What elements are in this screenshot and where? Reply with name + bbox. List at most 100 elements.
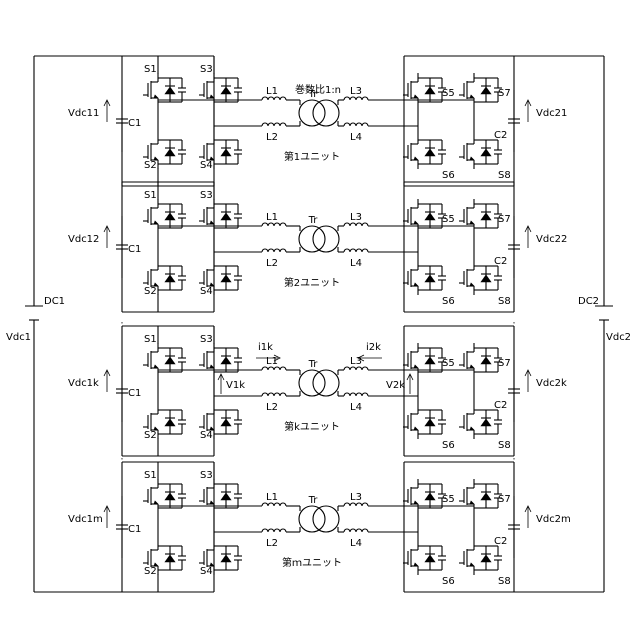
switch-s7 (459, 73, 502, 107)
vdc2-label: Vdc2 (606, 332, 631, 343)
switch-s7 (459, 199, 502, 233)
s8-label: S8 (498, 576, 511, 587)
c2-label: C2 (494, 400, 507, 411)
switch-s5 (403, 199, 446, 233)
turns-ratio-label: 巻数比1:n (295, 83, 341, 96)
l2-label: L2 (266, 538, 278, 549)
unit-vdc-left-label: Vdc12 (68, 234, 99, 245)
switch-s3 (199, 73, 242, 107)
switch-s6 (403, 135, 446, 169)
s7-label: S7 (498, 494, 511, 505)
switch-s6 (403, 405, 446, 439)
switch-s6 (403, 541, 446, 575)
inductor-l2 (262, 393, 286, 396)
s3-label: S3 (200, 470, 213, 481)
vdc1-label: Vdc1 (6, 332, 31, 343)
c2-label: C2 (494, 130, 507, 141)
s3-label: S3 (200, 334, 213, 345)
vdc-right-arrow (525, 226, 531, 248)
s4-label: S4 (200, 286, 213, 297)
s7-label: S7 (498, 88, 511, 99)
s1-label: S1 (144, 64, 157, 75)
l3-label: L3 (350, 212, 362, 223)
inductor-l3 (344, 367, 368, 370)
inductor-l3 (344, 97, 368, 100)
switch-s6 (403, 261, 446, 295)
unit-title: 第ｍユニット (282, 556, 342, 569)
inductor-l3 (344, 503, 368, 506)
s6-label: S6 (442, 296, 455, 307)
tr-label: Tr (308, 359, 319, 370)
c1-label: C1 (128, 244, 141, 255)
dc-source-frame: DC1Vdc1DC2Vdc2 (6, 56, 631, 592)
s8-label: S8 (498, 296, 511, 307)
vdc-left-arrow (104, 370, 110, 392)
inductor-l4 (344, 529, 368, 532)
i2k-label: i2k (366, 342, 381, 353)
l1-label: L1 (266, 212, 278, 223)
switch-s5 (403, 73, 446, 107)
s2-label: S2 (144, 430, 157, 441)
v2k-arrow (407, 374, 413, 394)
s4-label: S4 (200, 430, 213, 441)
transformer-winding-1 (299, 100, 325, 126)
inductor-l4 (344, 123, 368, 126)
unit-vdc-right-label: Vdc2k (536, 378, 567, 389)
vdc-left-arrow (104, 506, 110, 528)
s3-label: S3 (200, 190, 213, 201)
transformer-winding-2 (313, 506, 339, 532)
inductor-l1 (262, 97, 286, 100)
transformer-winding-2 (313, 100, 339, 126)
inductor-l4 (344, 249, 368, 252)
l3-label: L3 (350, 492, 362, 503)
unit-vdc-right-label: Vdc2m (536, 514, 571, 525)
s5-label: S5 (442, 88, 455, 99)
s2-label: S2 (144, 566, 157, 577)
v2k-label: V2k (386, 380, 405, 391)
s6-label: S6 (442, 576, 455, 587)
switch-s5 (403, 479, 446, 513)
unit-title: 第1ユニット (284, 150, 340, 163)
inductor-l3 (344, 223, 368, 226)
unit-vdc-right-label: Vdc22 (536, 234, 567, 245)
s8-label: S8 (498, 170, 511, 181)
s5-label: S5 (442, 494, 455, 505)
unit-vdc-left-label: Vdc1k (68, 378, 99, 389)
unit-title: 第kユニット (284, 420, 340, 433)
inductor-l1 (262, 367, 286, 370)
transformer-winding-2 (313, 226, 339, 252)
switch-s1 (143, 73, 186, 107)
s4-label: S4 (200, 566, 213, 577)
vdc-right-arrow (525, 370, 531, 392)
s6-label: S6 (442, 440, 455, 451)
s1-label: S1 (144, 470, 157, 481)
switch-s1 (143, 479, 186, 513)
s4-label: S4 (200, 160, 213, 171)
vdc-left-arrow (104, 226, 110, 248)
tr-label: Tr (308, 215, 319, 226)
unit-title: 第2ユニット (284, 276, 340, 289)
i1k-label: i1k (258, 342, 273, 353)
s5-label: S5 (442, 358, 455, 369)
switch-s7 (459, 479, 502, 513)
switch-s1 (143, 343, 186, 377)
l1-label: L1 (266, 492, 278, 503)
s1-label: S1 (144, 190, 157, 201)
transformer-winding-1 (299, 370, 325, 396)
s3-label: S3 (200, 64, 213, 75)
unit-vdc-right-label: Vdc21 (536, 108, 567, 119)
c2-label: C2 (494, 256, 507, 267)
s7-label: S7 (498, 214, 511, 225)
s6-label: S6 (442, 170, 455, 181)
l2-label: L2 (266, 258, 278, 269)
l2-label: L2 (266, 132, 278, 143)
inductor-l4 (344, 393, 368, 396)
s2-label: S2 (144, 160, 157, 171)
dc1-label: DC1 (44, 296, 65, 307)
c1-label: C1 (128, 118, 141, 129)
unit-vdc-left-label: Vdc1m (68, 514, 103, 525)
c1-label: C1 (128, 524, 141, 535)
transformer-winding-1 (299, 226, 325, 252)
inductor-l1 (262, 223, 286, 226)
